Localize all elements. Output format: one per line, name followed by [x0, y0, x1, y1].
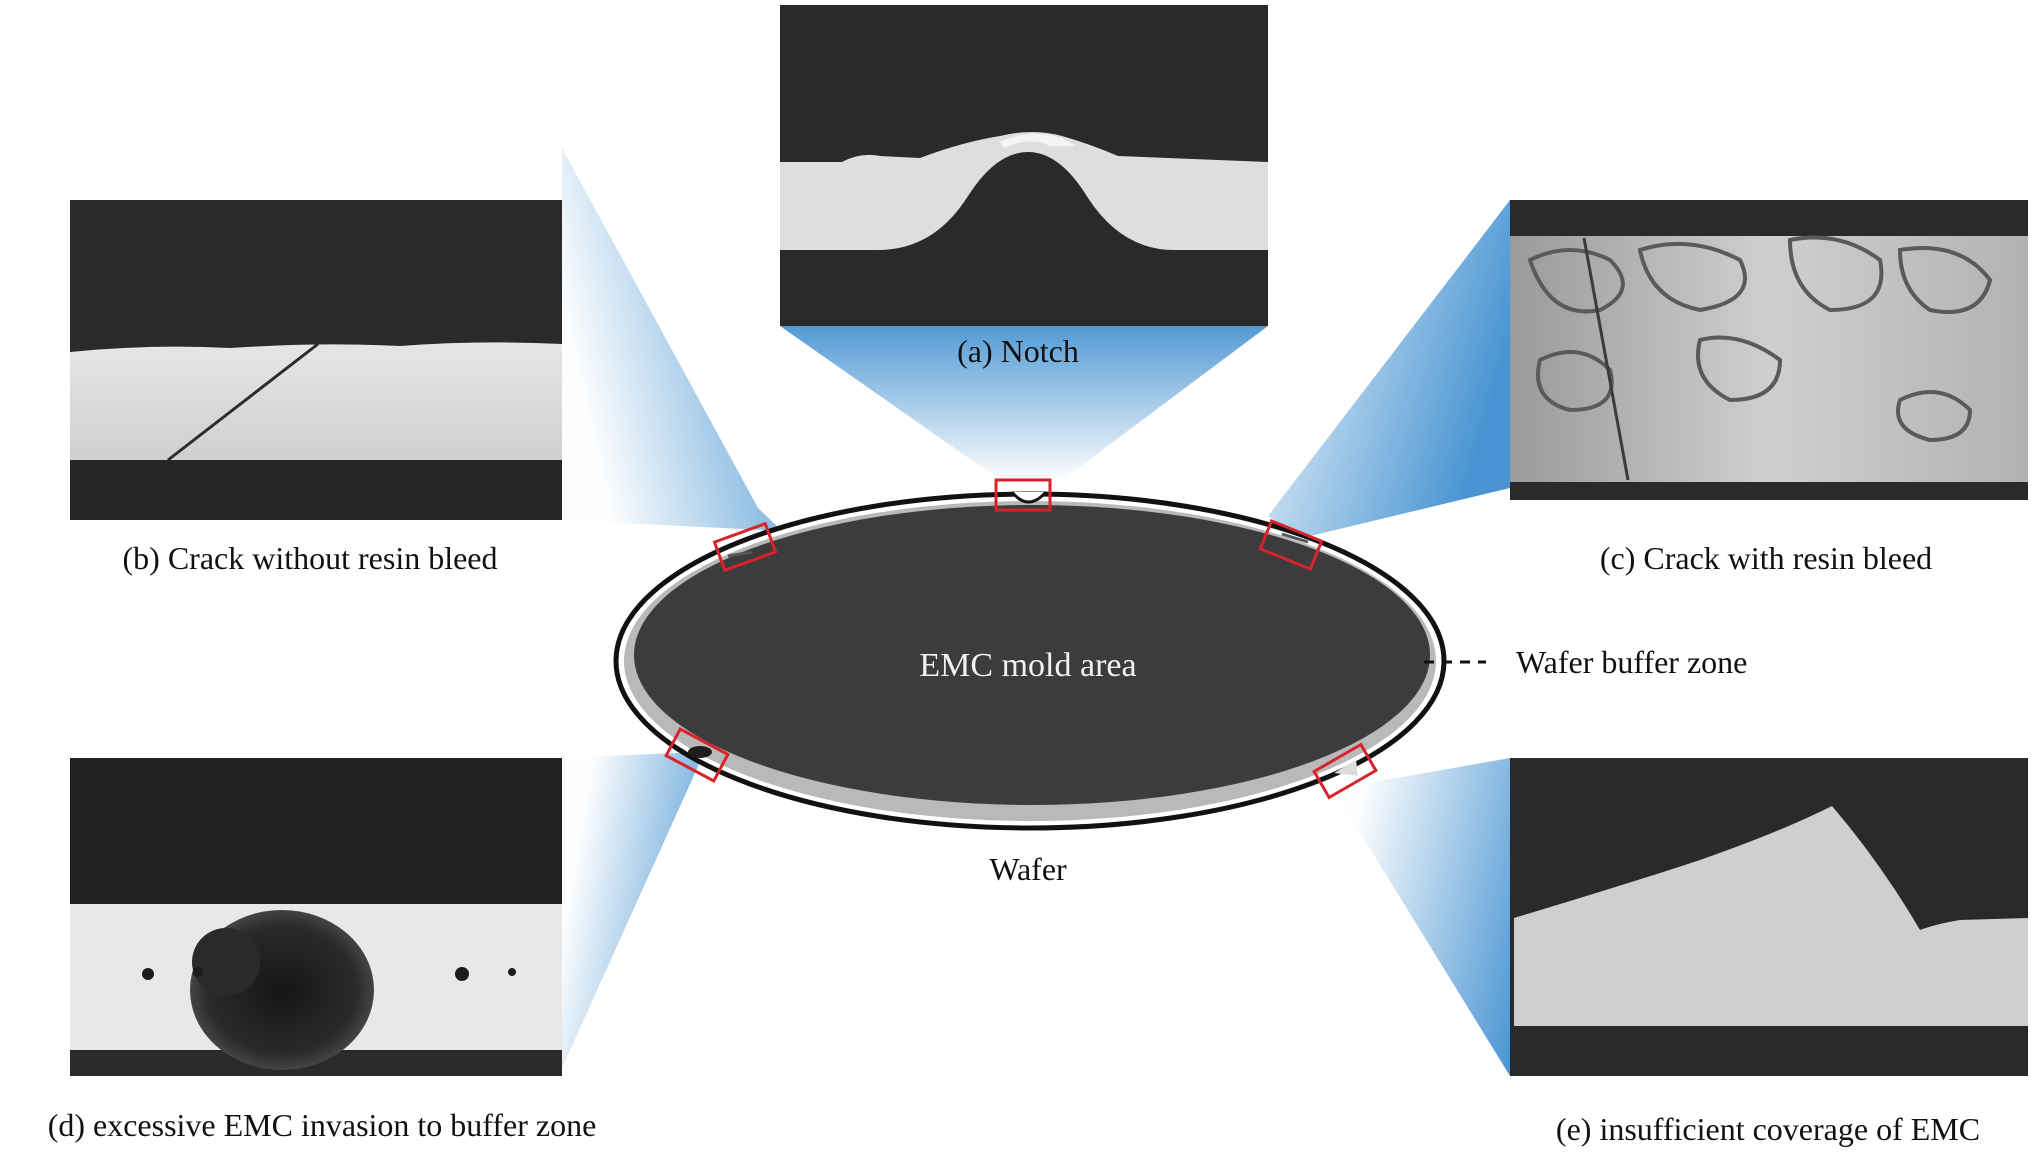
- beam-c: [1268, 200, 1510, 538]
- beam-e: [1328, 758, 1510, 1076]
- marker-e: [1312, 742, 1378, 800]
- panel-e-micrograph: [1510, 758, 2028, 1076]
- center-label: EMC mold area: [919, 647, 1136, 684]
- projection-beams: [562, 148, 1510, 1076]
- marker-a: [994, 478, 1052, 512]
- beam-d: [562, 752, 700, 1068]
- defect-e-mark: [1334, 760, 1358, 776]
- wafer-notch: [1010, 490, 1048, 504]
- beam-a: [780, 326, 1268, 480]
- wafer-label: Wafer: [989, 851, 1067, 887]
- caption-b: (b) Crack without resin bleed: [123, 540, 498, 576]
- caption-d: (d) excessive EMC invasion to buffer zon…: [48, 1107, 597, 1143]
- caption-a: (a) Notch: [957, 333, 1079, 369]
- crack-line: [167, 342, 319, 462]
- emc-mold-area: [634, 505, 1430, 805]
- marker-d: [664, 727, 730, 783]
- wafer-diagram: [613, 478, 1486, 831]
- marker-b: [712, 521, 778, 573]
- beam-b: [562, 148, 782, 531]
- panel-a-micrograph: [780, 5, 1268, 326]
- marker-c: [1258, 519, 1324, 571]
- crack-line: [1582, 237, 1630, 481]
- panel-d-micrograph: [70, 758, 562, 1076]
- defect-d-mark: [688, 746, 712, 758]
- caption-e: (e) insufficient coverage of EMC: [1556, 1111, 1980, 1147]
- defect-c-mark: [1281, 532, 1309, 544]
- panel-b-micrograph: [70, 200, 562, 520]
- panel-c-micrograph: [1510, 200, 2028, 500]
- defect-b-mark: [727, 550, 753, 558]
- caption-c: (c) Crack with resin bleed: [1600, 540, 1932, 576]
- buffer-zone-label: Wafer buffer zone: [1516, 644, 1747, 680]
